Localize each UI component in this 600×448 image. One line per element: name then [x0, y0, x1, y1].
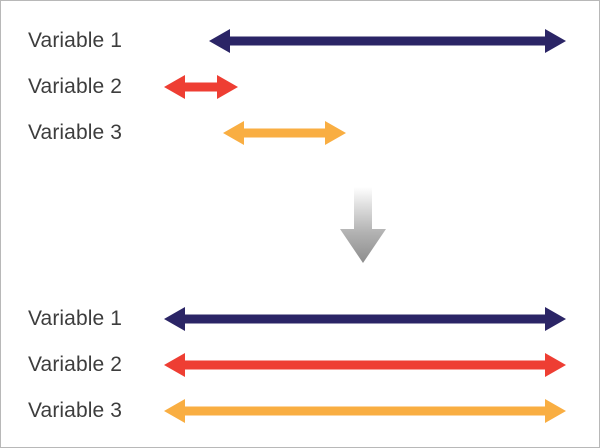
bottom-arrow-variable-3 [164, 399, 566, 423]
bottom-arrow-variable-1 [164, 307, 566, 331]
bottom-arrow-variable-2 [164, 353, 566, 377]
top-row-label-variable-1: Variable 1 [28, 29, 123, 52]
top-arrow-variable-1 [209, 29, 566, 53]
bottom-row-label-variable-1: Variable 1 [28, 307, 123, 330]
bottom-row-label-variable-3: Variable 3 [28, 399, 123, 422]
bottom-row-label-variable-2: Variable 2 [28, 353, 123, 376]
top-arrow-variable-3 [223, 121, 346, 145]
arrow-down-icon [340, 187, 386, 263]
top-row-label-variable-2: Variable 2 [28, 75, 123, 98]
top-arrow-variable-2 [164, 75, 238, 99]
top-row-label-variable-3: Variable 3 [28, 121, 123, 144]
